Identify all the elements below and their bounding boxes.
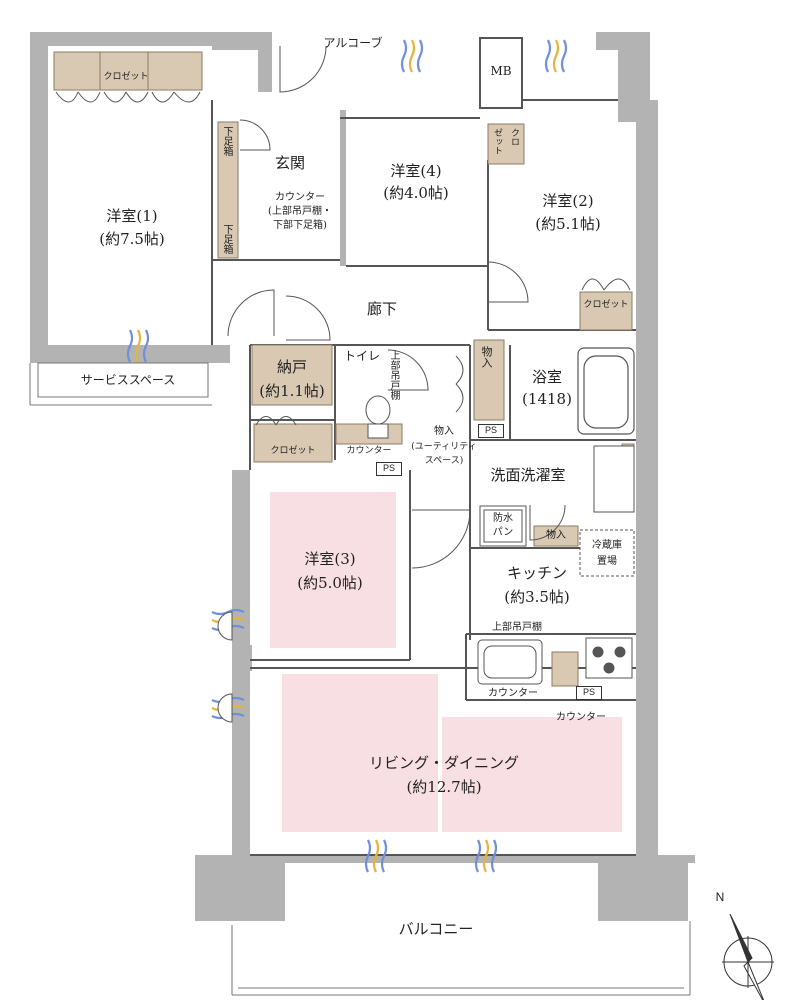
- room1-size: (約7.5帖): [99, 230, 165, 248]
- living-highlight-right: [442, 717, 622, 832]
- shoebox-label-bottom: 下足箱: [221, 224, 232, 254]
- storage-in-washroom: 物入: [546, 530, 566, 541]
- bath-size: (1418): [522, 390, 572, 408]
- kitchen-name: キッチン: [506, 564, 567, 582]
- living-name: リビング・ダイニング: [368, 754, 519, 772]
- living-counter-label: カウンター: [556, 712, 606, 723]
- utility-line3: スペース): [424, 456, 464, 466]
- waterproof-line2: パン: [492, 527, 514, 538]
- closet-label-room1: クロゼット: [103, 72, 149, 82]
- room2-size: (約5.1帖): [535, 215, 601, 233]
- mb-label: MB: [490, 64, 512, 78]
- room3-highlight: [270, 492, 396, 648]
- waterproof-line1: 防水: [493, 513, 513, 524]
- washroom-fixtures: [479, 445, 635, 547]
- room3-name: 洋室(3): [304, 550, 356, 568]
- utility-line1: 物入: [434, 426, 454, 437]
- window-arcs: [217, 611, 233, 723]
- shoebox-label-top: 下足箱: [221, 126, 232, 156]
- room2-name: 洋室(2): [542, 192, 594, 210]
- service-space-label: サービススペース: [80, 373, 176, 387]
- closet-label-room4-b: クロ: [509, 128, 519, 146]
- counter-line1: カウンター: [275, 192, 325, 203]
- fridge-line2: 置場: [597, 556, 617, 567]
- walls: [30, 32, 695, 921]
- room4-name: 洋室(4): [390, 162, 442, 180]
- toilet-label: トイレ: [343, 349, 380, 363]
- closet-label-room2: クロゼット: [583, 300, 629, 310]
- upper-cabinet-vertical: 上部吊戸棚: [388, 350, 399, 400]
- washroom-label: 洗面洗濯室: [490, 466, 566, 484]
- storage-size: (約1.1帖): [259, 382, 325, 400]
- living-size: (約12.7帖): [406, 778, 482, 796]
- kitchen-counter-label: カウンター: [488, 688, 538, 699]
- ps-box-bath: PS: [478, 424, 504, 438]
- entrance-label: 玄関: [274, 154, 305, 172]
- alcove-label: アルコーブ: [323, 36, 383, 50]
- storage-name: 納戸: [276, 358, 307, 376]
- bath-name: 浴室: [531, 368, 562, 386]
- inner-walls: [211, 99, 636, 856]
- closet-label-room3: クロゼット: [270, 446, 316, 456]
- compass-icon: [722, 913, 774, 1000]
- mb-box: [479, 37, 523, 109]
- ps-box-toilet: PS: [376, 462, 402, 476]
- hallway-label: 廊下: [366, 300, 397, 318]
- balcony-label: バルコニー: [398, 920, 474, 938]
- room1-name: 洋室(1): [106, 207, 158, 225]
- closet-doors: [55, 91, 631, 426]
- fridge-line1: 冷蔵庫: [592, 540, 622, 551]
- storage-in-top: 物入: [480, 346, 493, 368]
- toilet-counter-label: カウンター: [346, 446, 392, 456]
- room3-size: (約5.0帖): [297, 574, 363, 592]
- utility-line2: (ユーティリティ: [411, 442, 477, 452]
- kitchen-fixtures: [477, 637, 633, 685]
- upper-cabinet-label: 上部吊戸棚: [492, 622, 542, 633]
- balcony-outline: [231, 921, 691, 996]
- counter-line3: 下部下足箱): [273, 220, 327, 231]
- ps-box-kitchen: PS: [576, 686, 602, 700]
- doors: [227, 45, 566, 569]
- counter-line2: (上部吊戸棚・: [268, 206, 332, 217]
- fridge-area: [579, 529, 635, 577]
- closet-label-room4-a: ゼット: [492, 128, 502, 155]
- toilet-fixture: [365, 395, 391, 439]
- bathtub: [577, 347, 635, 435]
- north-label: N: [715, 890, 725, 904]
- kitchen-size: (約3.5帖): [504, 588, 570, 606]
- service-space-outline: [29, 362, 212, 406]
- room4-size: (約4.0帖): [383, 184, 449, 202]
- living-highlight-left: [282, 674, 438, 832]
